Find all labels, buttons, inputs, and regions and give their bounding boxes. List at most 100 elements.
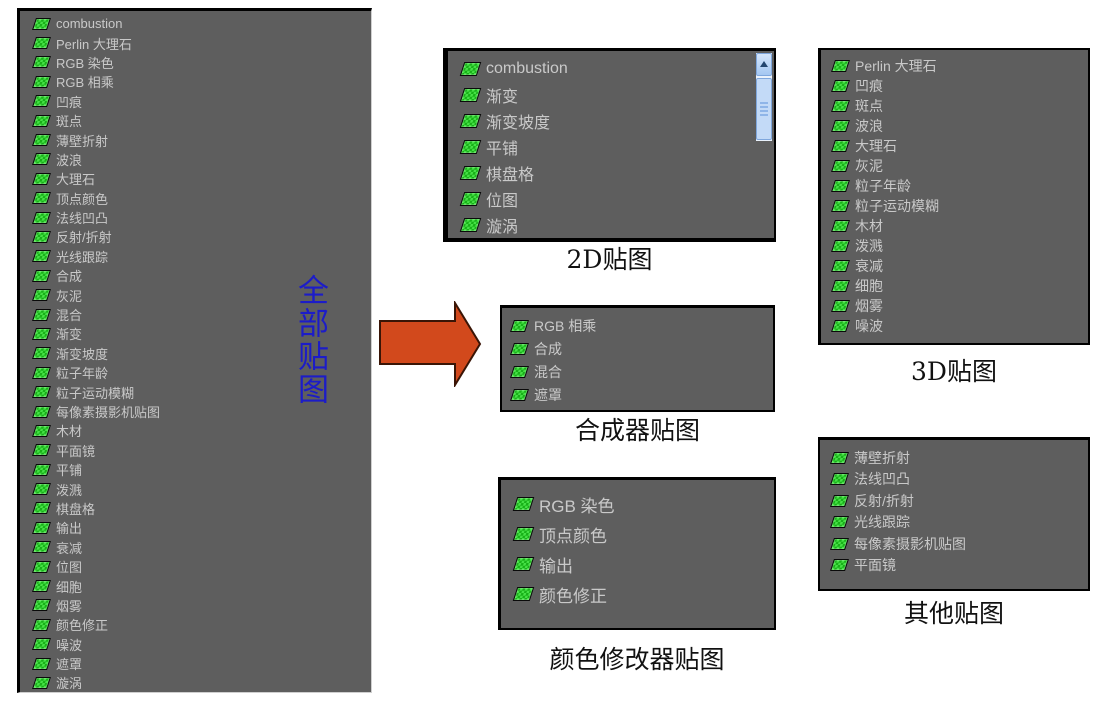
map-item-label: 光线跟踪	[56, 249, 109, 265]
map-list-item[interactable]: 衰减	[32, 538, 371, 557]
map-list-item[interactable]: 顶点颜色	[32, 189, 371, 208]
map-list-item[interactable]: 位图	[459, 186, 774, 212]
map-item-label: 木材	[56, 424, 83, 440]
map-list-item[interactable]: 每像素摄影机贴图	[32, 402, 371, 421]
map-list-item[interactable]: 颜色修正	[32, 615, 371, 634]
map-list-item[interactable]: 泼溅	[831, 236, 1088, 256]
map-list-item[interactable]: 烟雾	[32, 596, 371, 615]
map-list-item[interactable]: 粒子运动模糊	[831, 196, 1088, 216]
map-list-item[interactable]: 反射/折射	[32, 227, 371, 246]
map-list-item[interactable]: 每像素摄影机贴图	[830, 533, 1088, 555]
map-icon	[32, 56, 51, 69]
map-list-item[interactable]: 粒子年龄	[831, 176, 1088, 196]
map-icon	[830, 559, 849, 572]
map-list-item[interactable]: 粒子年龄	[32, 363, 371, 382]
map-list-item[interactable]: 渐变	[459, 82, 774, 108]
map-icon	[32, 424, 51, 437]
map-icon	[32, 269, 51, 282]
map-list-item[interactable]: combustion	[459, 56, 774, 82]
map-icon	[32, 444, 51, 457]
map-list-item[interactable]: 斑点	[32, 111, 371, 130]
map-list-item[interactable]: 平铺	[459, 134, 774, 160]
map-list-item[interactable]: 斑点	[831, 96, 1088, 116]
map-list-item[interactable]: RGB 相乘	[510, 314, 773, 337]
map-list-item[interactable]: 漩涡	[32, 673, 371, 692]
map-list-item[interactable]: 噪波	[831, 316, 1088, 336]
map-list-item[interactable]: 位图	[32, 557, 371, 576]
map-icon	[512, 497, 535, 511]
map-list-item[interactable]: 大理石	[831, 136, 1088, 156]
map-list-item[interactable]: 渐变	[32, 324, 371, 343]
map-list-item[interactable]: 光线跟踪	[32, 247, 371, 266]
map-list-item[interactable]: 细胞	[831, 276, 1088, 296]
map-icon	[459, 166, 482, 180]
map-item-label: 烟雾	[855, 298, 883, 314]
scroll-up-button[interactable]	[756, 53, 772, 76]
map-list-item[interactable]: RGB 相乘	[32, 72, 371, 91]
map-list-item[interactable]: 法线凹凸	[830, 469, 1088, 491]
map-icon	[831, 320, 850, 332]
map-list-item[interactable]: 输出	[32, 518, 371, 537]
map-list-item[interactable]: 灰泥	[32, 285, 371, 304]
map-list-item[interactable]: 凹痕	[831, 76, 1088, 96]
map-list-item[interactable]: 合成	[510, 337, 773, 360]
map-list-item[interactable]: 衰减	[831, 256, 1088, 276]
map-icon	[831, 200, 850, 212]
map-list-item[interactable]: 漩涡	[459, 212, 774, 238]
map-list-item[interactable]: 渐变坡度	[459, 108, 774, 134]
map-list-item[interactable]: 渐变坡度	[32, 344, 371, 363]
map-item-label: 衰减	[56, 540, 83, 556]
map-list-item[interactable]: 遮罩	[510, 383, 773, 406]
map-list-item[interactable]: 合成	[32, 266, 371, 285]
map-list-item[interactable]: 遮罩	[32, 654, 371, 673]
map-item-label: 凹痕	[855, 78, 883, 94]
map-list-item[interactable]: 细胞	[32, 576, 371, 595]
map-list-item[interactable]: 反射/折射	[830, 490, 1088, 512]
map-icon	[32, 250, 51, 263]
map-list-item[interactable]: 颜色修正	[512, 579, 774, 609]
scrollbar[interactable]	[756, 53, 772, 141]
map-list-item[interactable]: 噪波	[32, 635, 371, 654]
map-list-item[interactable]: Perlin 大理石	[32, 33, 371, 52]
map-list-item[interactable]: 顶点颜色	[512, 519, 774, 549]
map-list-item[interactable]: 波浪	[32, 150, 371, 169]
map-item-label: combustion	[56, 16, 123, 32]
map-list-item[interactable]: 粒子运动模糊	[32, 382, 371, 401]
map-list-item[interactable]: 波浪	[831, 116, 1088, 136]
map-item-label: 衰减	[855, 258, 883, 274]
map-list-item[interactable]: 凹痕	[32, 92, 371, 111]
map-list-item[interactable]: RGB 染色	[512, 489, 774, 519]
map-item-label: 波浪	[56, 152, 83, 168]
map-list-item[interactable]: 木材	[32, 421, 371, 440]
map-item-label: 烟雾	[56, 598, 83, 614]
map-list-item[interactable]: 烟雾	[831, 296, 1088, 316]
map-list-item[interactable]: 平面镜	[32, 441, 371, 460]
scrollbar-thumb[interactable]	[756, 78, 772, 140]
map-item-label: 大理石	[855, 138, 897, 154]
map-item-label: 木材	[855, 218, 883, 234]
map-list-item[interactable]: 棋盘格	[459, 160, 774, 186]
map-list-item[interactable]: 平面镜	[830, 555, 1088, 577]
map-icon	[32, 153, 51, 166]
map-list-item[interactable]: 混合	[510, 360, 773, 383]
map-list-item[interactable]: 棋盘格	[32, 499, 371, 518]
map-list-item[interactable]: 泼溅	[32, 479, 371, 498]
map-list-item[interactable]: RGB 染色	[32, 53, 371, 72]
map-list-item[interactable]: 木材	[831, 216, 1088, 236]
map-list-item[interactable]: 薄壁折射	[830, 447, 1088, 469]
map-list-item[interactable]: 混合	[32, 305, 371, 324]
map-list-item[interactable]: Perlin 大理石	[831, 56, 1088, 76]
map-icon	[459, 192, 482, 206]
map-item-label: 颜色修正	[56, 618, 109, 634]
map-list-item[interactable]: 输出	[512, 549, 774, 579]
map-icon	[510, 319, 529, 332]
map-list-item[interactable]: 大理石	[32, 169, 371, 188]
map-list-item[interactable]: 灰泥	[831, 156, 1088, 176]
map-list-item[interactable]: 薄壁折射	[32, 130, 371, 149]
map-list-item[interactable]: 光线跟踪	[830, 512, 1088, 534]
map-list-item[interactable]: 法线凹凸	[32, 208, 371, 227]
map-list-item[interactable]: 平铺	[32, 460, 371, 479]
map-list-item[interactable]: combustion	[32, 14, 371, 33]
map-icon	[32, 230, 51, 243]
